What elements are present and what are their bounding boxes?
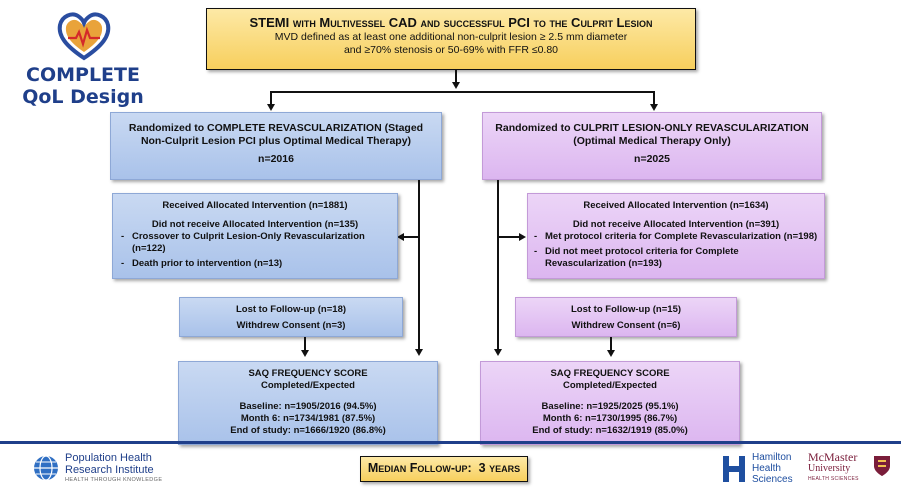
hamilton-line1: Hamilton xyxy=(752,452,792,463)
arrow-right-drop xyxy=(650,104,658,111)
saq-culprit-month6: Month 6: n=1730/1995 (86.7%) xyxy=(542,413,678,424)
saq-complete-box: SAQ FREQUENCY SCORE Completed/Expected B… xyxy=(178,361,438,445)
saq-complete-end: End of study: n=1666/1920 (86.8%) xyxy=(230,425,386,436)
saq-complete-baseline: Baseline: n=1905/2016 (94.5%) xyxy=(239,401,377,412)
logo-line1: COMPLETE xyxy=(26,64,140,86)
mcmaster-line2: University xyxy=(808,463,851,474)
population-line2: MVD defined as at least one additional n… xyxy=(274,31,628,43)
arrow-right-main xyxy=(494,349,502,356)
lost-complete: Lost to Follow-up (n=18) xyxy=(235,304,347,315)
not-received-complete: Did not receive Allocated Intervention (… xyxy=(151,219,359,230)
hamilton-h-icon xyxy=(723,456,745,482)
saq-complete-title: SAQ FREQUENCY SCORE xyxy=(248,368,368,379)
connector-top-horizontal xyxy=(270,91,655,93)
phri-line1: Population Health xyxy=(65,452,152,464)
arrow-left-main xyxy=(415,349,423,356)
saq-culprit-title: SAQ FREQUENCY SCORE xyxy=(550,368,670,379)
allocation-complete-box: Received Allocated Intervention (n=1881)… xyxy=(112,193,398,279)
lost-culprit: Lost to Follow-up (n=15) xyxy=(570,304,682,315)
received-culprit: Received Allocated Intervention (n=1634) xyxy=(583,200,769,211)
median-followup-text: Median Follow-up: 3 years xyxy=(367,461,521,475)
allocation-culprit-box: Received Allocated Intervention (n=1634)… xyxy=(527,193,825,279)
globe-icon xyxy=(34,455,58,481)
saq-culprit-end: End of study: n=1632/1919 (85.0%) xyxy=(532,425,688,436)
randomized-culprit-line2: (Optimal Medical Therapy Only) xyxy=(573,135,731,147)
reasons-complete-list: Crossover to Culprit Lesion-Only Revascu… xyxy=(121,231,389,270)
right-side-connector xyxy=(499,236,520,238)
list-item: Met protocol criteria for Complete Revas… xyxy=(534,231,818,243)
right-main-line xyxy=(497,180,499,350)
randomized-complete-n: n=2016 xyxy=(258,153,294,165)
followup-complete-box: Lost to Follow-up (n=18) Withdrew Consen… xyxy=(179,297,403,337)
arrow-top xyxy=(452,82,460,89)
connector-right-drop xyxy=(653,91,655,105)
arrow-right-side xyxy=(519,233,526,241)
reasons-culprit-list: Met protocol criteria for Complete Revas… xyxy=(534,231,818,270)
hamilton-line2: Health xyxy=(752,463,781,474)
followup-culprit-stem xyxy=(610,337,612,352)
left-main-line xyxy=(418,180,420,350)
phri-logo: Population Health Research Institute HEA… xyxy=(32,452,212,488)
mcmaster-tagline: HEALTH SCIENCES xyxy=(808,476,859,482)
withdrew-complete: Withdrew Consent (n=3) xyxy=(236,320,346,331)
followup-culprit-box: Lost to Follow-up (n=15) Withdrew Consen… xyxy=(515,297,737,337)
randomized-culprit-n: n=2025 xyxy=(634,153,670,165)
hamilton-line3: Sciences xyxy=(752,474,793,485)
saq-complete-month6: Month 6: n=1734/1981 (87.5%) xyxy=(240,413,376,424)
arrow-followup-complete xyxy=(301,350,309,357)
randomized-complete-box: Randomized to COMPLETE REVASCULARIZATION… xyxy=(110,112,442,180)
randomized-complete-line2: Non-Culprit Lesion PCI plus Optimal Medi… xyxy=(140,135,412,147)
arrow-left-side xyxy=(397,233,404,241)
withdrew-culprit: Withdrew Consent (n=6) xyxy=(571,320,681,331)
hamilton-logo: Hamilton Health Sciences xyxy=(720,452,810,488)
population-line3: and ≥70% stenosis or 50-69% with FFR ≤0.… xyxy=(343,44,559,56)
connector-top-stem xyxy=(455,70,457,84)
randomized-complete-line1: Randomized to COMPLETE REVASCULARIZATION… xyxy=(128,122,424,134)
logo-line2: QoL Design xyxy=(22,86,144,108)
phri-line2: Research Institute xyxy=(65,464,154,476)
mcmaster-logo: McMaster University HEALTH SCIENCES xyxy=(808,450,898,490)
saq-culprit-baseline: Baseline: n=1925/2025 (95.1%) xyxy=(541,401,679,412)
complete-logo: COMPLETE QoL Design xyxy=(8,8,158,108)
received-complete: Received Allocated Intervention (n=1881) xyxy=(162,200,348,211)
arrow-left-drop xyxy=(267,104,275,111)
population-box: STEMI with Multivessel CAD and successfu… xyxy=(206,8,696,70)
connector-left-drop xyxy=(270,91,272,105)
left-side-connector xyxy=(403,236,418,238)
randomized-culprit-box: Randomized to CULPRIT LESION-ONLY REVASC… xyxy=(482,112,822,180)
footer-rule xyxy=(0,441,901,444)
saq-culprit-sub: Completed/Expected xyxy=(563,380,657,391)
mcmaster-line1: McMaster xyxy=(808,450,858,464)
list-item: Death prior to intervention (n=13) xyxy=(121,258,389,270)
list-item: Did not meet protocol criteria for Compl… xyxy=(534,246,818,270)
population-title: STEMI with Multivessel CAD and successfu… xyxy=(249,15,653,30)
median-followup-box: Median Follow-up: 3 years xyxy=(360,456,528,482)
saq-culprit-box: SAQ FREQUENCY SCORE Completed/Expected B… xyxy=(480,361,740,445)
phri-tagline: HEALTH THROUGH KNOWLEDGE xyxy=(65,477,163,483)
saq-complete-sub: Completed/Expected xyxy=(261,380,355,391)
not-received-culprit: Did not receive Allocated Intervention (… xyxy=(572,219,780,230)
list-item: Crossover to Culprit Lesion-Only Revascu… xyxy=(121,231,389,255)
arrow-followup-culprit xyxy=(607,350,615,357)
randomized-culprit-line1: Randomized to CULPRIT LESION-ONLY REVASC… xyxy=(495,122,809,134)
heart-logo-icon xyxy=(57,12,111,61)
crest-icon xyxy=(874,456,890,476)
followup-complete-stem xyxy=(304,337,306,352)
